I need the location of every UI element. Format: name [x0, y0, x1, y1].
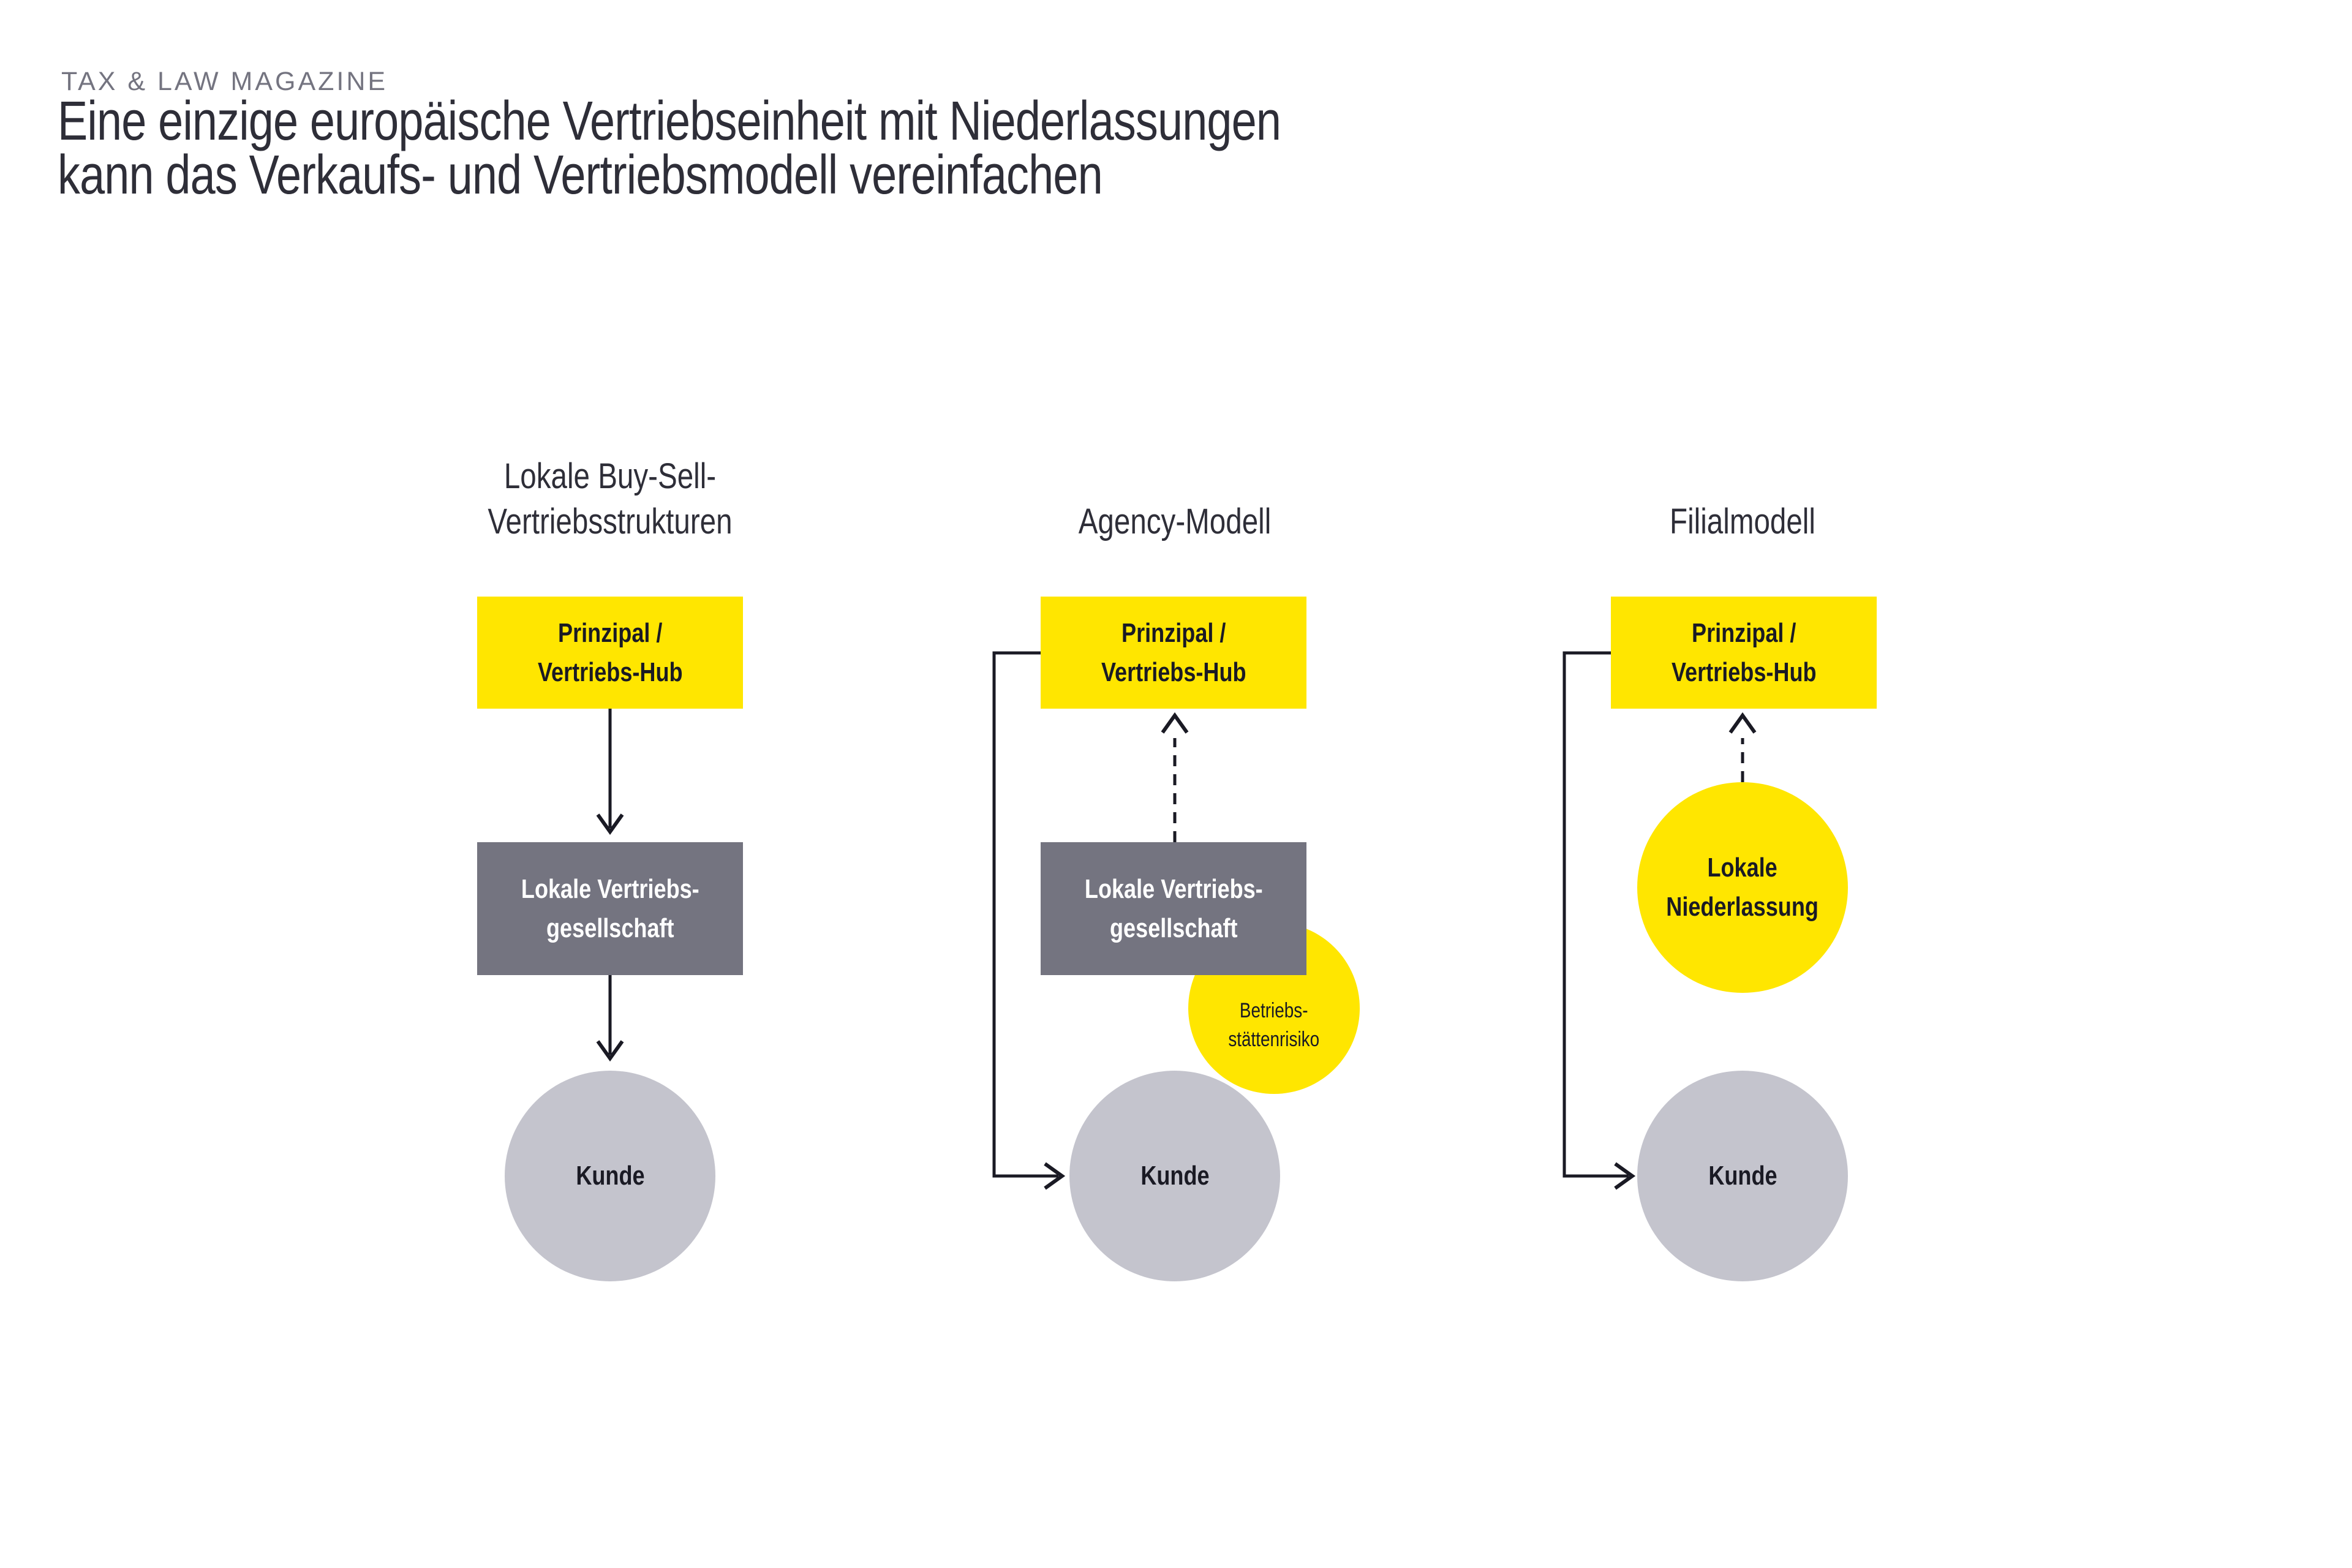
column-title-agency-label: Agency-Modell — [1078, 502, 1272, 541]
arrow-hub-to-subsidiary-icon — [596, 709, 624, 835]
figure-headline-line1: Eine einzige europäische Vertriebseinhei… — [58, 91, 1281, 152]
hub-label-line1: Prinzipal / — [1691, 617, 1796, 648]
magazine-eyebrow-label: TAX & LAW MAGAZINE — [61, 67, 388, 96]
column-title-buy-sell-line1: Lokale Buy-Sell- — [503, 456, 717, 496]
principal-hub-box-col3: Prinzipal / Vertriebs-Hub — [1611, 597, 1877, 709]
figure-headline: Eine einzige europäische Vertriebseinhei… — [58, 91, 1281, 206]
branch-label-line1: Lokale — [1707, 853, 1778, 883]
column-title-buy-sell-line2: Vertriebsstrukturen — [488, 502, 733, 541]
column-title-buy-sell: Lokale Buy-Sell- Vertriebsstrukturen — [384, 454, 836, 545]
hub-label-line2: Vertriebs-Hub — [537, 657, 683, 687]
figure-headline-line2: kann das Verkaufs- und Vertriebsmodell v… — [58, 145, 1103, 206]
customer-label: Kunde — [575, 1161, 645, 1191]
arrow-subsidiary-to-customer-icon — [596, 975, 624, 1062]
principal-hub-box-col1: Prinzipal / Vertriebs-Hub — [477, 597, 743, 709]
customer-label: Kunde — [1140, 1161, 1210, 1191]
subsidiary-label-line2: gesellschaft — [546, 913, 674, 943]
customer-label: Kunde — [1708, 1161, 1777, 1191]
hub-label-line1: Prinzipal / — [1121, 617, 1226, 648]
customer-circle-col1: Kunde — [505, 1071, 715, 1281]
column-title-branch-label: Filialmodell — [1670, 502, 1815, 541]
dashed-arrow-subsidiary-to-hub-icon — [1161, 712, 1189, 842]
column-title-branch-model: Filialmodell — [1517, 499, 1969, 545]
local-branch-circle: Lokale Niederlassung — [1637, 782, 1848, 993]
hub-label-line2: Vertriebs-Hub — [1101, 657, 1246, 687]
customer-circle-col3: Kunde — [1637, 1071, 1848, 1281]
branch-label-line2: Niederlassung — [1666, 892, 1819, 922]
column-title-agency: Agency-Modell — [949, 499, 1401, 545]
pe-risk-label-line2: stättenrisiko — [1228, 1028, 1320, 1051]
pe-risk-label-line1: Betriebs- — [1240, 999, 1308, 1022]
principal-hub-box-col2: Prinzipal / Vertriebs-Hub — [1041, 597, 1306, 709]
subsidiary-label-line1: Lokale Vertriebs- — [1084, 873, 1263, 904]
subsidiary-label-line2: gesellschaft — [1109, 913, 1238, 943]
elbow-arrow-hub-to-customer-branch-icon — [1562, 651, 1636, 1190]
subsidiary-label-line1: Lokale Vertriebs- — [521, 873, 699, 904]
dashed-arrow-branch-to-hub-icon — [1728, 712, 1757, 782]
hub-label-line1: Prinzipal / — [557, 617, 663, 648]
local-distribution-company-box-col2: Lokale Vertriebs- gesellschaft — [1041, 842, 1306, 975]
hub-label-line2: Vertriebs-Hub — [1671, 657, 1817, 687]
local-distribution-company-box-col1: Lokale Vertriebs- gesellschaft — [477, 842, 743, 975]
customer-circle-col2: Kunde — [1069, 1071, 1280, 1281]
